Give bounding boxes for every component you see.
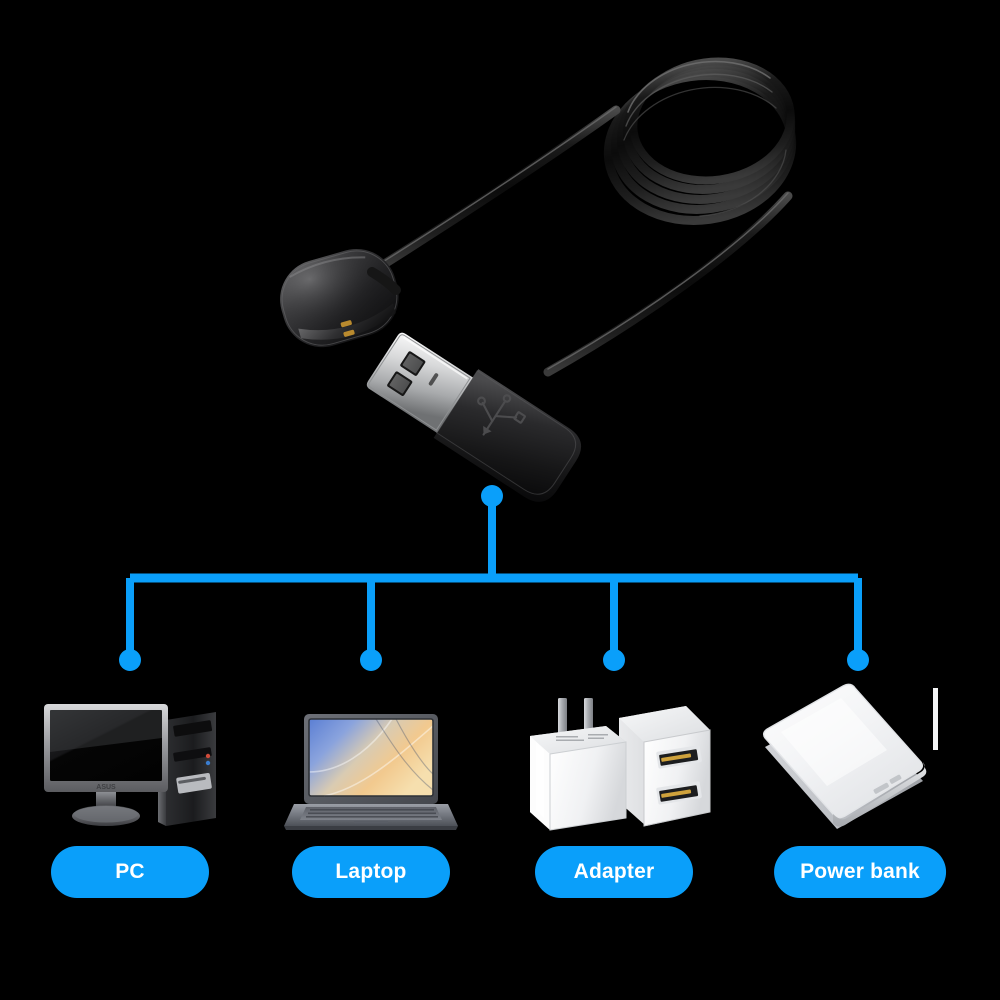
device-label-power-bank[interactable]: Power bank xyxy=(774,846,946,898)
adapter-print xyxy=(556,734,608,741)
power-bank-icon xyxy=(750,683,970,840)
device-label-adapter[interactable]: Adapter xyxy=(535,846,693,898)
usb-a-connector xyxy=(366,332,582,502)
svg-text:ASUS: ASUS xyxy=(96,784,116,791)
decorative-bar xyxy=(933,688,938,750)
usb-port xyxy=(656,781,702,805)
device-cell-adapter[interactable]: Adapter xyxy=(504,690,724,905)
adapter-prong-unit xyxy=(530,698,627,831)
ac-prong xyxy=(558,698,567,734)
contact-pin xyxy=(343,329,355,337)
laptop-icon xyxy=(261,690,481,840)
power-bank-ports xyxy=(873,774,902,794)
adapter-usb-ports-unit xyxy=(619,706,711,827)
device-label-laptop[interactable]: Laptop xyxy=(292,846,450,898)
device-cell-pc[interactable]: ASUS PC xyxy=(20,690,240,905)
device-cell-laptop[interactable]: Laptop xyxy=(261,690,481,905)
wall-adapter-icon xyxy=(504,690,724,840)
contact-pin xyxy=(340,320,352,328)
usb-trident-icon xyxy=(477,394,526,436)
laptop-screen xyxy=(309,719,433,796)
cable-strand-right xyxy=(543,191,793,377)
pc-monitor: ASUS xyxy=(44,704,168,826)
cable-strand-left xyxy=(373,105,621,273)
usb-port xyxy=(656,745,702,769)
desktop-computer-icon: ASUS xyxy=(20,690,240,840)
coiled-cable xyxy=(603,57,797,225)
device-cell-power-bank[interactable]: Power bank xyxy=(750,683,970,905)
device-label-pc[interactable]: PC xyxy=(51,846,209,898)
clip-strain-relief xyxy=(367,267,401,295)
ac-prong xyxy=(584,698,593,734)
